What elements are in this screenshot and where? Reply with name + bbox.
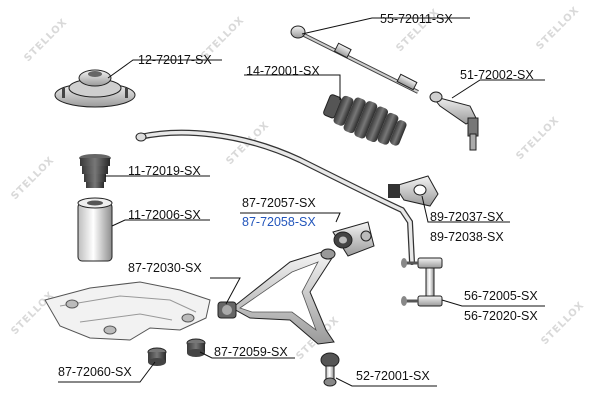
- watermark-text: STELLOX: [22, 17, 69, 64]
- watermark-text: STELLOX: [539, 300, 586, 347]
- label-ball-joint: 52-72001-SX: [356, 369, 430, 383]
- lower-arm-drawing: [217, 248, 336, 345]
- label-arm-bushing-front: 87-72030-SX: [128, 261, 202, 275]
- watermark-text: STELLOX: [534, 5, 581, 52]
- label-arm-bushing-rear: 87-72059-SX: [214, 345, 288, 359]
- steering-boot-drawing: [323, 94, 407, 146]
- label-bump-stop: 11-72019-SX: [128, 164, 201, 178]
- label-dust-cover: 11-72006-SX: [128, 208, 201, 222]
- bump-stop-drawing: [79, 154, 111, 188]
- label-stab-bracket-b: 89-72038-SX: [430, 230, 504, 244]
- dust-cover-drawing: [77, 197, 113, 262]
- stab-bushing-drawing: [332, 221, 375, 257]
- tie-rod-end-drawing: [429, 91, 479, 151]
- subframe-drawing: [44, 281, 211, 341]
- leader-lines: [58, 17, 545, 387]
- label-stab-link-a: 56-72005-SX: [464, 289, 538, 303]
- label-bushing-b: 87-72058-SX: [242, 215, 316, 229]
- label-stab-bracket-a: 89-72037-SX: [430, 210, 504, 224]
- stab-link-drawing: [401, 257, 443, 307]
- label-strut-mount: 12-72017-SX: [138, 53, 212, 67]
- label-stab-link-b: 56-72020-SX: [464, 309, 538, 323]
- subframe-bushing-drawing: [147, 347, 167, 366]
- part-labels: 55-72011-SX 12-72017-SX 14-72001-SX 51-7…: [58, 12, 538, 383]
- stabilizer-bar-drawing: [135, 129, 415, 265]
- label-subframe-bushing: 87-72060-SX: [58, 365, 132, 379]
- tie-rod-drawing: [290, 25, 419, 94]
- ball-joint-drawing: [320, 352, 340, 387]
- label-boot: 14-72001-SX: [246, 64, 320, 78]
- label-tie-rod-end: 51-72002-SX: [460, 68, 534, 82]
- watermark-text: STELLOX: [9, 155, 56, 202]
- label-tie-rod: 55-72011-SX: [380, 12, 453, 26]
- watermark-text: STELLOX: [514, 115, 561, 162]
- label-bushing-a: 87-72057-SX: [242, 196, 316, 210]
- arm-bushing-rear-drawing: [186, 338, 206, 357]
- watermark-text: STELLOX: [9, 290, 56, 337]
- stab-bracket-drawing: [388, 175, 439, 207]
- strut-mount-drawing: [54, 69, 136, 108]
